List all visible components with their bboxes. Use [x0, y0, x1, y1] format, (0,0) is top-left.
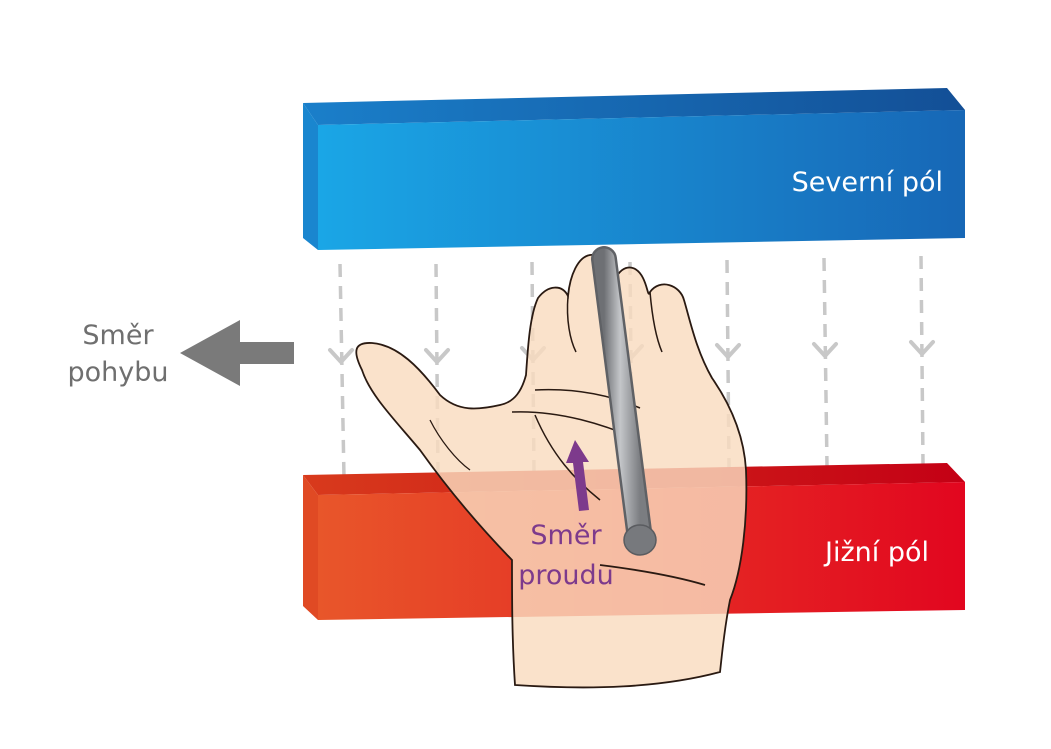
field-arrowhead: [328, 348, 354, 364]
field-line: [822, 257, 829, 467]
right-hand-icon: [355, 254, 748, 689]
south-pole-label: Jižní pól: [823, 537, 929, 568]
finger-crease: [566, 295, 577, 353]
current-direction: Směr proudu: [518, 440, 614, 591]
conductor-rod-end: [623, 524, 657, 556]
field-line: [725, 259, 731, 468]
north-magnet-top-face: [303, 88, 965, 125]
field-arrowhead: [909, 340, 935, 356]
north-magnet-front-face: [318, 110, 965, 250]
field-line: [338, 263, 346, 479]
palm-line: [599, 564, 706, 586]
north-magnet-side-face: [303, 103, 318, 250]
motion-label-line1: Směr: [82, 320, 154, 351]
finger-crease: [649, 291, 663, 353]
current-label-line1: Směr: [530, 520, 602, 551]
motion-arrow-icon: [180, 320, 294, 386]
field-arrowhead: [812, 342, 838, 358]
current-label-line2: proudu: [518, 560, 614, 591]
current-arrow-icon: [566, 440, 589, 511]
palm-line: [534, 414, 601, 501]
motion-direction: Směr pohybu: [68, 320, 294, 388]
field-line-arrowheads: [328, 340, 935, 364]
field-arrowhead: [715, 343, 741, 359]
thumb-crease: [429, 419, 471, 471]
field-arrowhead: [424, 348, 450, 364]
north-pole-magnet: Severní pól: [303, 88, 965, 250]
south-magnet-side-face: [303, 475, 318, 620]
field-line: [919, 255, 925, 465]
conductor-rod: [591, 246, 657, 556]
conductor-rod-body: [593, 248, 651, 550]
motion-label-line2: pohybu: [68, 357, 169, 388]
hand-palm: [355, 254, 748, 689]
north-pole-label: Severní pól: [792, 167, 943, 198]
